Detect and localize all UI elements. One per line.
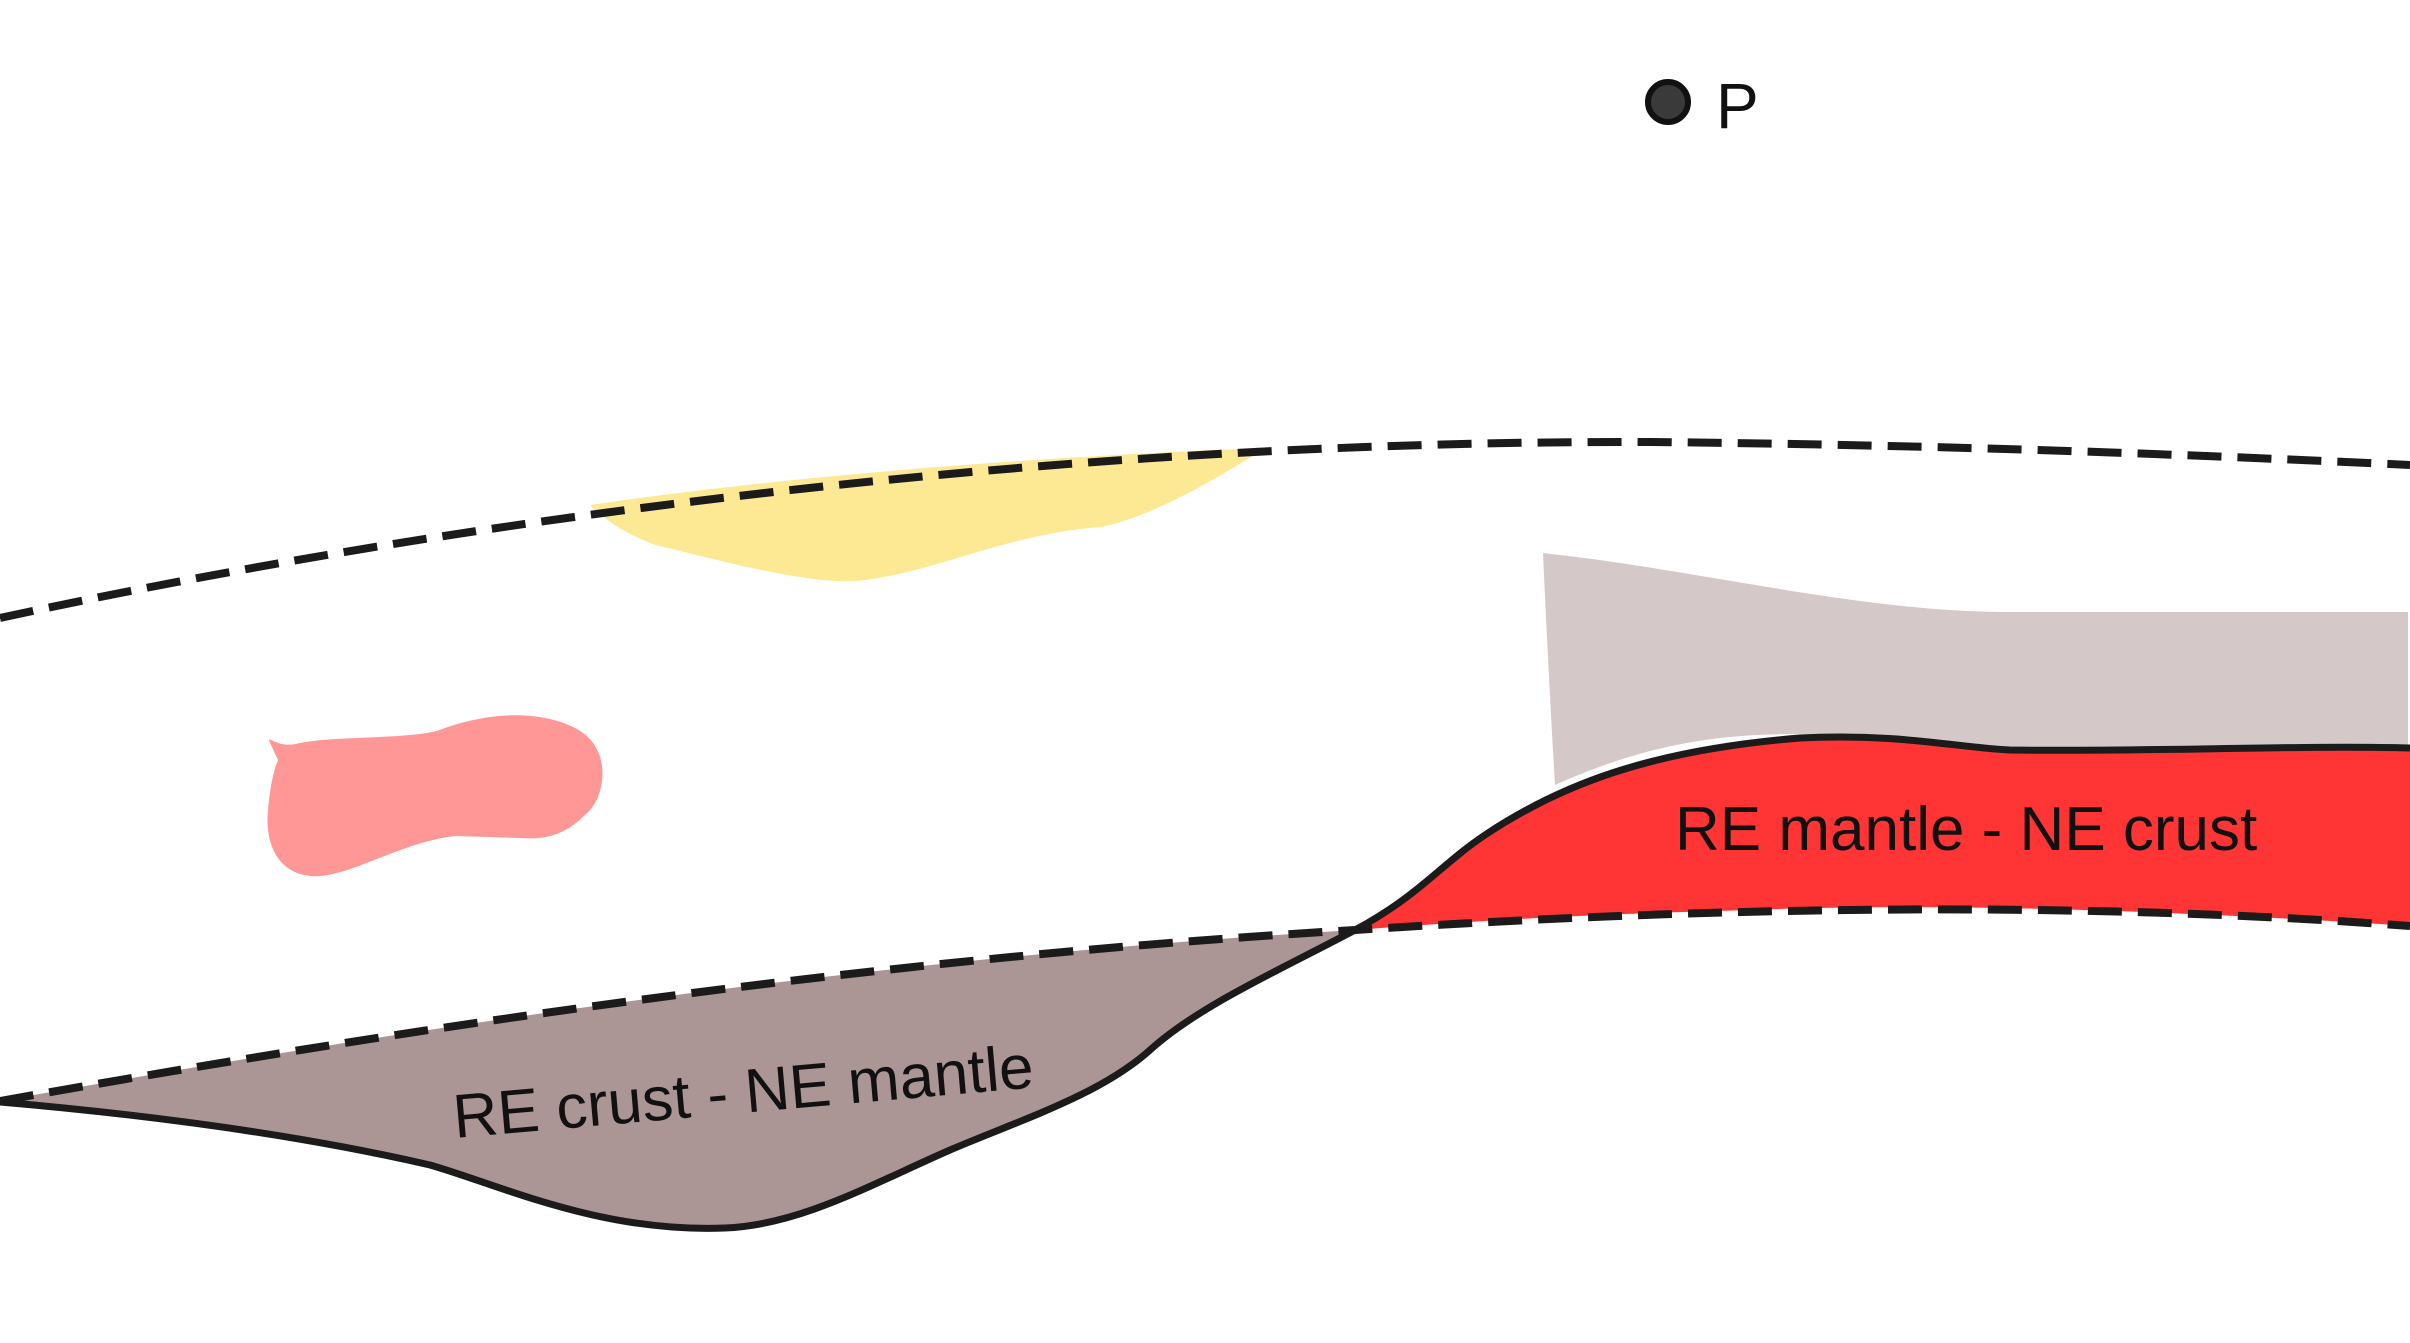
point-p-marker bbox=[1645, 79, 1691, 125]
grey-patch bbox=[1543, 553, 2408, 785]
lower-dashed-boundary bbox=[0, 905, 2410, 1105]
yellow-patch bbox=[590, 448, 1265, 582]
re-mantle-ne-crust-region bbox=[1355, 736, 2410, 930]
pink-blob bbox=[267, 715, 603, 877]
upper-dashed-boundary bbox=[0, 437, 2410, 622]
solid-phase-boundary bbox=[0, 733, 2410, 1232]
re-mantle-ne-crust-label: RE mantle - NE crust bbox=[1675, 795, 2257, 864]
re-crust-ne-mantle-region bbox=[0, 930, 1355, 1229]
point-p-label: P bbox=[1716, 70, 1759, 142]
